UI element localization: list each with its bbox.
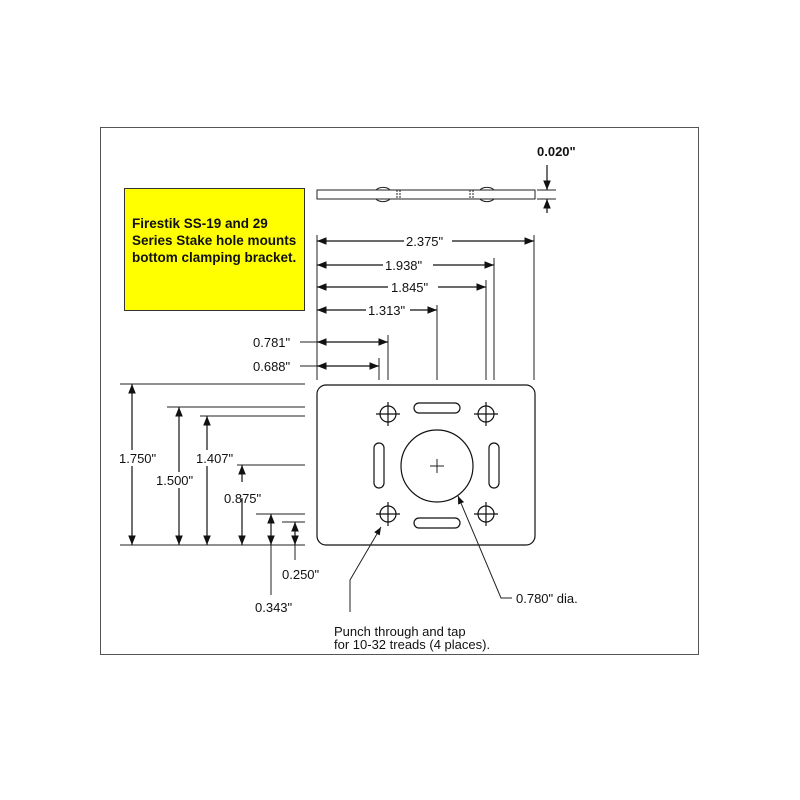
thickness-dim: 0.020" [537, 144, 576, 159]
center-hole [400, 429, 474, 503]
tap-holes [376, 402, 498, 526]
callouts: 0.780" dia. Punch through and tap for 10… [334, 495, 578, 652]
dim-1845: 1.845" [391, 280, 429, 295]
description-note: Firestik SS-19 and 29 Series Stake hole … [124, 188, 305, 311]
drawing-frame [100, 127, 699, 655]
dim-1313: 1.313" [368, 303, 406, 318]
dim-2375: 2.375" [406, 234, 444, 249]
dim-1750: 1.750" [119, 451, 157, 466]
dim-1500: 1.500" [156, 473, 194, 488]
dim-1938: 1.938" [385, 258, 423, 273]
dim-1407: 1.407" [196, 451, 234, 466]
tap-note-line2: for 10-32 treads (4 places). [334, 637, 490, 652]
plate-top-view [316, 384, 536, 546]
vertical-dimensions: 1.750" 1.500" 1.407" 0.875" 0.343" 0.250… [117, 383, 320, 615]
dim-0688: 0.688" [253, 359, 291, 374]
horizontal-dimensions: 2.375" 1.938" 1.845" 1.313" 0.781" 0.688… [253, 233, 535, 380]
dim-0250: 0.250" [282, 567, 320, 582]
center-hole-dim: 0.780" dia. [516, 591, 578, 606]
dim-0875: 0.875" [224, 491, 262, 506]
dim-0343: 0.343" [255, 600, 293, 615]
side-view: 0.020" [316, 144, 576, 213]
dim-0781: 0.781" [253, 335, 291, 350]
tap-note-line1: Punch through and tap [334, 624, 466, 639]
